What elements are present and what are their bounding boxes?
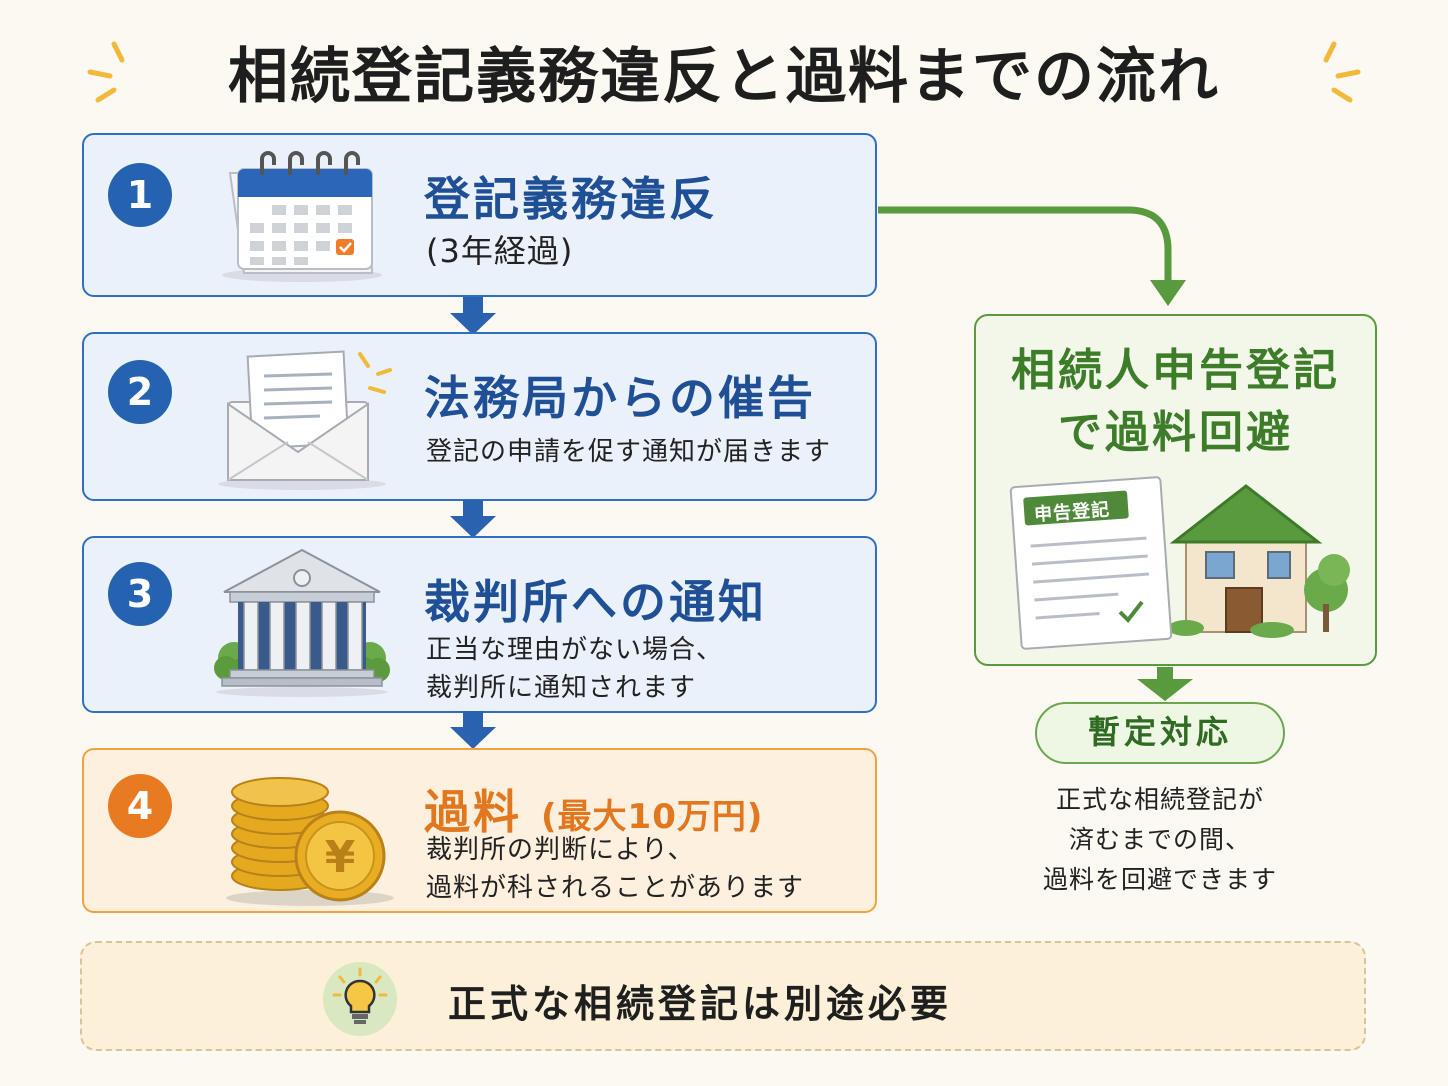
registration-document-icon — [1009, 476, 1173, 650]
step-4-description-line-1: 裁判所の判断により、 — [426, 835, 695, 865]
arrow-down-1-icon — [450, 297, 496, 335]
step-3-title: 裁判所への通知 — [424, 575, 767, 629]
yen-coins-icon: ¥ — [226, 777, 394, 906]
page-title: 相続登記義務違反と過料までの流れ — [228, 42, 1220, 112]
step-2-card: 2 法務局からの催告 登記の申請を促す通知が届きます — [82, 332, 877, 501]
step-1-number: 1 — [108, 163, 172, 227]
arrow-down-2-icon — [450, 500, 496, 538]
alternative-note-line-3: 過料を回避できます — [1042, 865, 1277, 894]
envelope-icon — [218, 350, 392, 490]
step-2-title: 法務局からの催告 — [424, 371, 816, 425]
step-4-description-line-2: 過料が科されることがあります — [426, 873, 805, 903]
step-4-title-note: (最大10万円) — [541, 797, 764, 837]
step-1-title: 登記義務違反 — [424, 172, 718, 226]
alternative-note-line-2: 済むまでの間、 — [1068, 825, 1251, 854]
step-1-subtitle: (3年経過) — [426, 232, 574, 270]
courthouse-icon — [214, 548, 390, 697]
alternative-note: 正式な相続登記が 済むまでの間、 過料を回避できます — [990, 780, 1330, 900]
sparkle-right-icon — [1323, 41, 1361, 103]
document-house-illustration — [1009, 476, 1350, 650]
step-2-number: 2 — [108, 360, 172, 424]
step-3-description-line-2: 裁判所に通知されます — [426, 673, 697, 703]
step-4-number: 4 — [108, 774, 172, 838]
alternative-title-line-1: 相続人申告登記 — [1011, 345, 1340, 396]
arrow-to-alternative-icon — [878, 206, 1186, 306]
lightbulb-icon — [323, 962, 397, 1036]
step-4-title: 過料 (最大10万円) — [424, 776, 763, 842]
step-2-description: 登記の申請を促す通知が届きます — [426, 437, 832, 467]
alternative-title: 相続人申告登記 で過料回避 — [976, 340, 1375, 464]
step-3-number: 3 — [108, 562, 172, 626]
alternative-title-line-2: で過料回避 — [1058, 407, 1293, 458]
step-4-title-main: 過料 — [424, 785, 522, 839]
footer-text: 正式な相続登記は別途必要 — [448, 982, 953, 1026]
step-1-card: 1 登記義務違反 (3年経過) — [82, 133, 877, 297]
footer-note-box: 正式な相続登記は別途必要 — [80, 941, 1366, 1051]
step-3-description-line-1: 正当な理由がない場合、 — [426, 635, 724, 665]
step-3-card: 3 裁判所への通知 正当な理由がない場合、 裁判所に通知されます — [82, 536, 877, 713]
step-4-card: 4 ¥ 過料 (最大10万円) 裁判所の判断により、 過料が科されることがありま… — [82, 748, 877, 913]
alternative-card: 相続人申告登記 で過料回避 申告登記 — [974, 314, 1377, 666]
document-label: 申告登記 — [1033, 499, 1111, 526]
arrow-down-green-icon — [1137, 667, 1193, 701]
svg-text:¥: ¥ — [325, 832, 356, 883]
alternative-note-line-1: 正式な相続登記が — [1055, 785, 1264, 814]
house-icon — [1168, 484, 1350, 638]
calendar-icon — [222, 151, 382, 282]
sparkle-left-icon — [87, 41, 125, 103]
arrow-down-3-icon — [450, 711, 496, 749]
provisional-badge: 暫定対応 — [1035, 702, 1285, 764]
